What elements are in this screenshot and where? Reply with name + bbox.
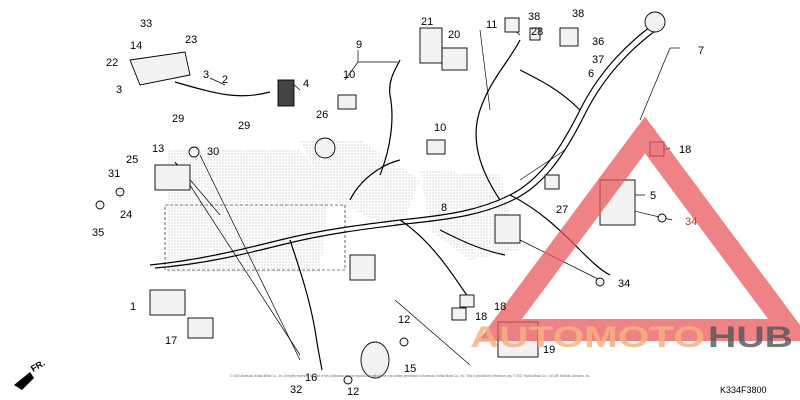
part-28-clip xyxy=(529,27,541,41)
callout-12-upper: 12 xyxy=(398,314,410,326)
callout-35: 35 xyxy=(92,227,104,239)
part-12-bolt-lower xyxy=(343,375,353,385)
callout-10-lower: 10 xyxy=(434,122,446,134)
callout-2: 2 xyxy=(222,74,228,86)
callout-34-lower: 34 xyxy=(618,278,630,290)
diagram-code: K334F3800 xyxy=(720,385,767,395)
part-11-clip xyxy=(504,17,520,33)
callout-36: 36 xyxy=(592,36,604,48)
callout-29-right: 29 xyxy=(238,120,250,132)
callout-24: 24 xyxy=(120,209,132,221)
watermark-part-a: AUTOMOTO xyxy=(470,321,705,354)
callout-23: 23 xyxy=(185,34,197,46)
part-1-relay xyxy=(149,289,186,316)
part-34-bolt-upper xyxy=(657,213,667,223)
callout-5: 5 xyxy=(650,190,656,202)
callout-labels: 33 14 23 22 3 3 2 4 29 29 9 10 10 26 21 … xyxy=(92,8,704,398)
callout-37: 37 xyxy=(592,54,604,66)
callout-38-right: 38 xyxy=(572,8,584,20)
callout-29-left: 29 xyxy=(172,113,184,125)
dotted-regions xyxy=(164,140,520,272)
callout-20: 20 xyxy=(448,29,460,41)
callout-27: 27 xyxy=(556,204,568,216)
part-4-coil xyxy=(277,79,295,107)
callout-25: 25 xyxy=(126,154,138,166)
callout-3-lower: 3 xyxy=(116,84,122,96)
part-21-bracket xyxy=(419,27,443,64)
part-2-cable xyxy=(174,81,271,97)
callout-13: 13 xyxy=(152,143,164,155)
main-wire-harness xyxy=(149,19,666,371)
part-10-cap-lower xyxy=(426,139,446,155)
part-34-bolt-lower xyxy=(595,277,605,287)
callout-34-upper: 34 xyxy=(685,216,697,228)
callout-7: 7 xyxy=(698,45,704,57)
part-22-bracket xyxy=(129,51,191,86)
callout-22: 22 xyxy=(106,57,118,69)
part-connector-block xyxy=(349,254,376,281)
callout-3-upper: 3 xyxy=(203,69,209,81)
callout-9: 9 xyxy=(356,39,362,51)
part-30-bolt xyxy=(188,146,200,158)
callout-26: 26 xyxy=(316,109,328,121)
callout-18-low: 18 xyxy=(475,311,487,323)
callout-10-upper: 10 xyxy=(343,69,355,81)
watermark-triangle xyxy=(478,116,800,341)
callout-16: 16 xyxy=(305,372,317,384)
part-connector-right xyxy=(494,214,521,244)
part-18-connector-a xyxy=(459,294,475,308)
copyright-notice: © 2020 American Honda Motor Co., Inc. Al… xyxy=(230,373,590,378)
callout-1: 1 xyxy=(130,301,136,313)
callout-17: 17 xyxy=(165,335,177,347)
part-35-bolt xyxy=(95,200,105,210)
callout-11: 11 xyxy=(486,19,497,31)
part-13-sensor xyxy=(154,164,191,191)
callout-30: 30 xyxy=(207,146,219,158)
part-25-washer xyxy=(115,187,125,197)
callout-33: 33 xyxy=(140,18,152,30)
part-12-bolt-upper xyxy=(399,337,409,347)
callout-4: 4 xyxy=(303,78,309,90)
callout-31: 31 xyxy=(108,168,120,180)
callout-28: 28 xyxy=(531,26,543,38)
watermark-part-b: HUB xyxy=(708,321,793,354)
callout-38-left: 38 xyxy=(528,11,540,23)
part-10-cap-upper xyxy=(337,94,357,110)
part-20-module xyxy=(441,47,468,71)
callout-6: 6 xyxy=(588,68,594,80)
callout-18-mid: 18 xyxy=(494,301,506,313)
front-marker-label: FR. xyxy=(29,358,47,374)
callout-32: 32 xyxy=(290,384,302,396)
part-17-connector xyxy=(187,317,214,339)
callout-14: 14 xyxy=(130,40,142,52)
callout-19: 19 xyxy=(543,344,555,356)
front-direction-marker: FR. xyxy=(14,358,47,390)
part-18-connector-b xyxy=(451,307,467,321)
part-7-cap xyxy=(644,11,666,33)
callout-18-top: 18 xyxy=(679,144,691,156)
part-26-clamp xyxy=(314,137,336,159)
callout-21: 21 xyxy=(421,16,433,28)
callout-8: 8 xyxy=(441,202,447,214)
watermark-text: AUTOMOTO HUB xyxy=(470,321,793,354)
part-15-horn xyxy=(360,341,390,379)
callout-12-lower: 12 xyxy=(347,386,359,398)
part-36-connector xyxy=(559,27,579,47)
part-27-clip xyxy=(544,174,560,190)
callout-15: 15 xyxy=(404,363,416,375)
